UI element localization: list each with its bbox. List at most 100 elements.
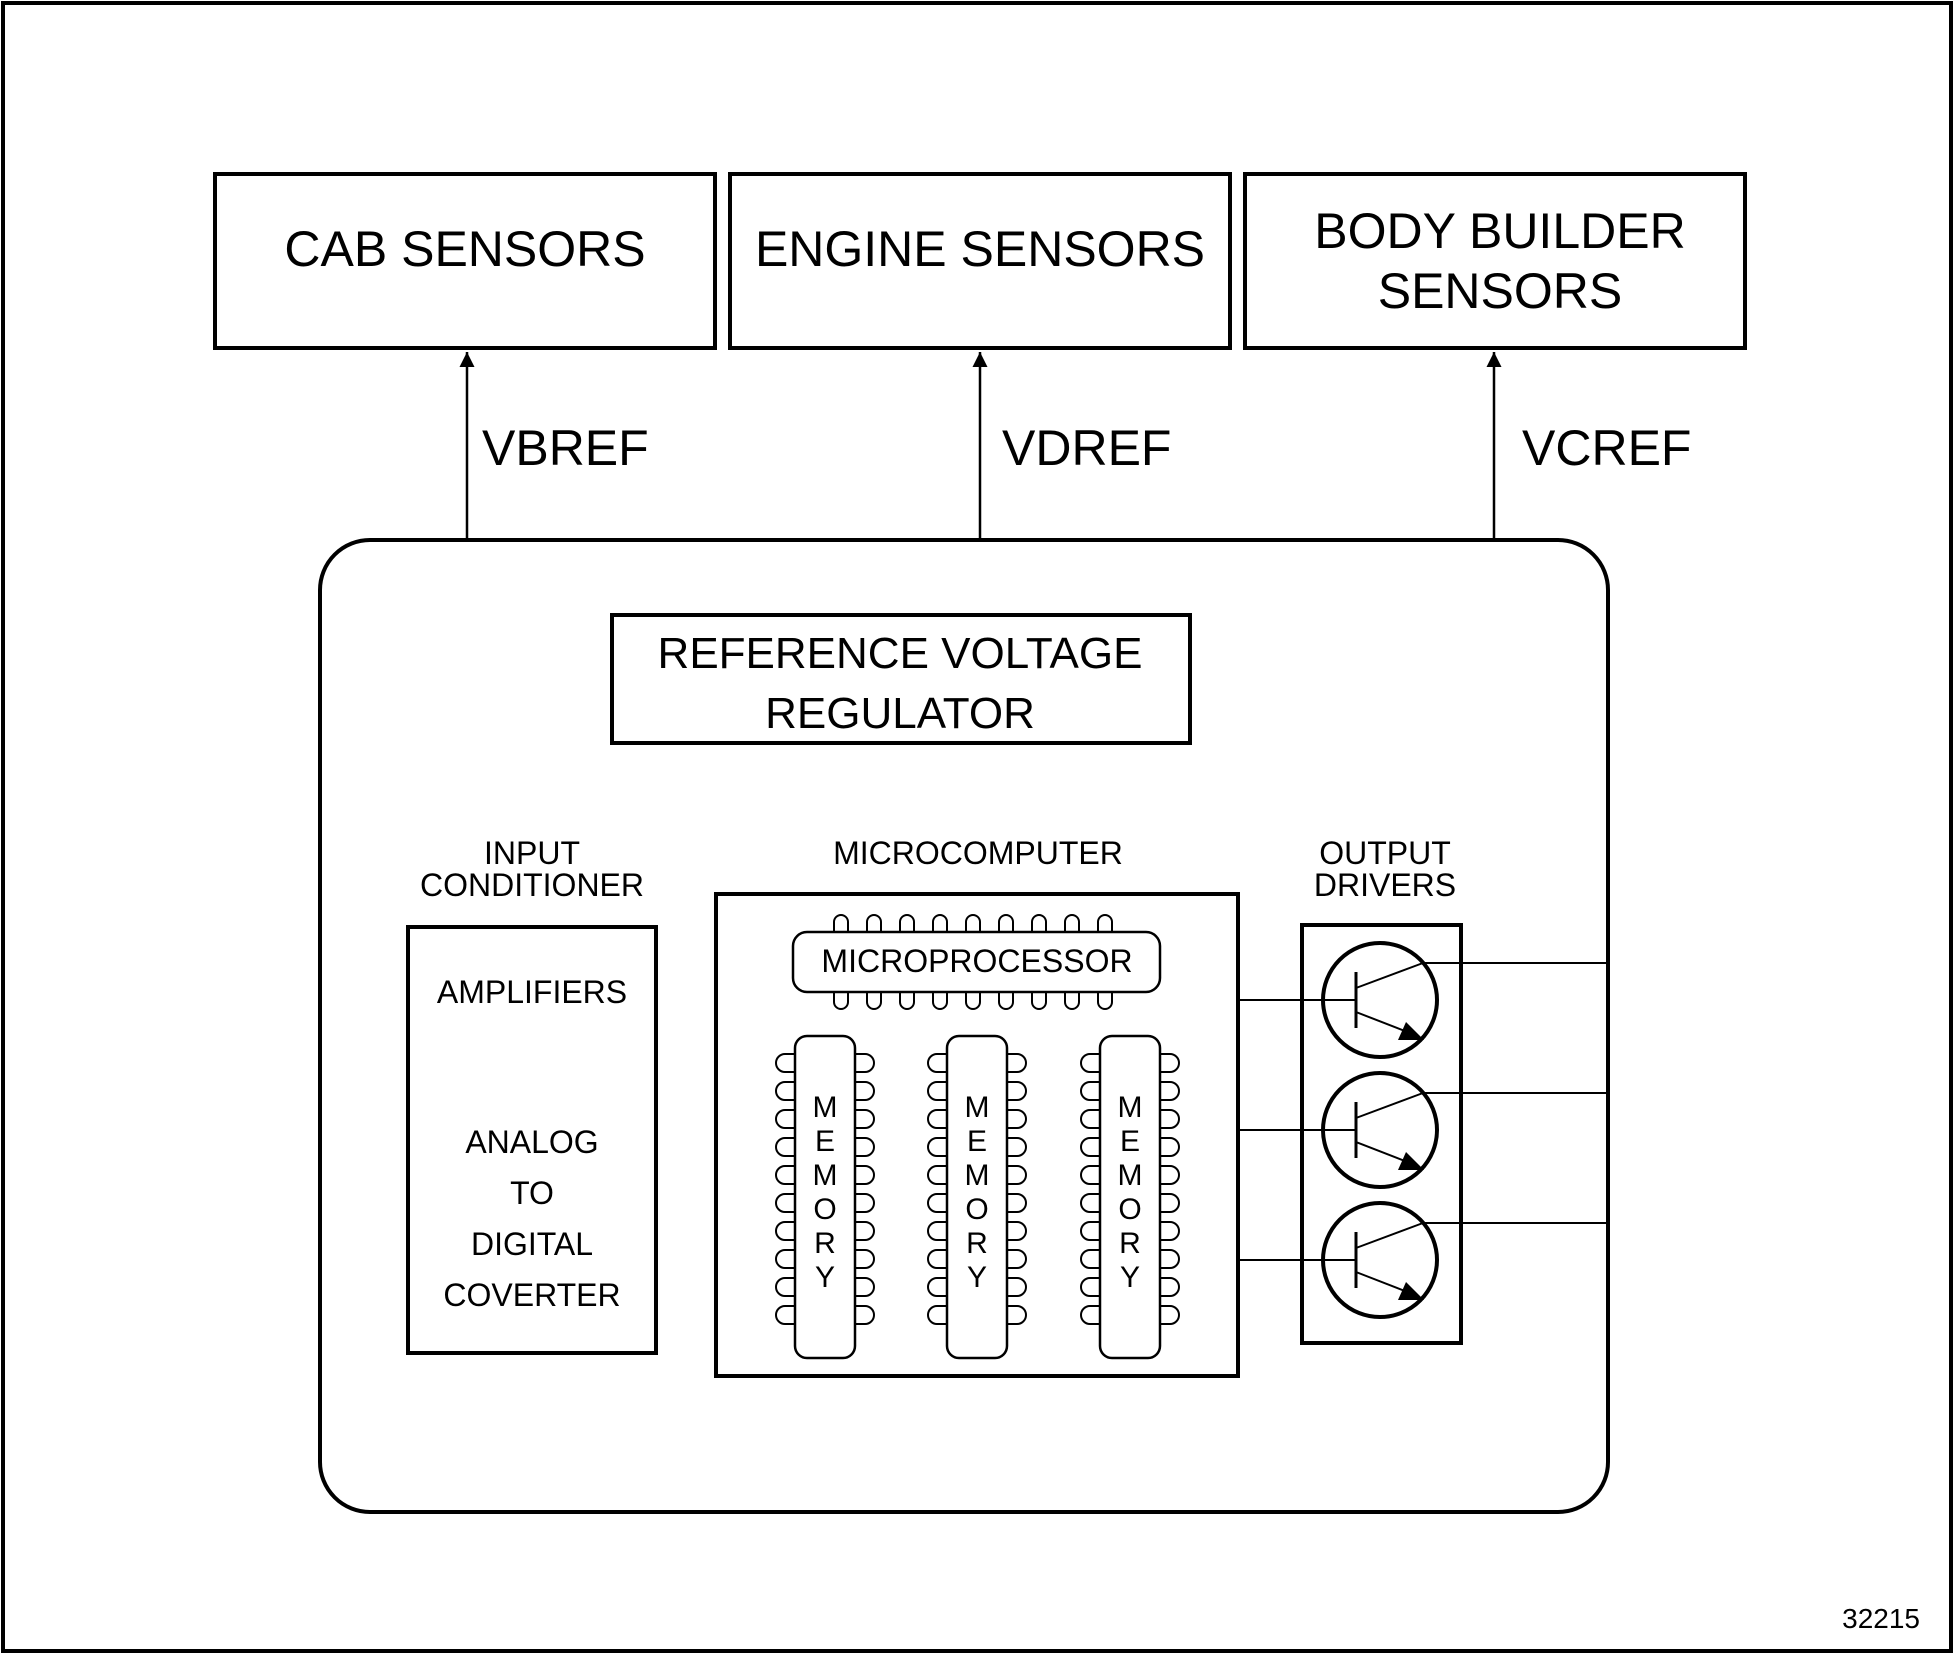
transistor-emitter — [1355, 1011, 1411, 1034]
memory-pin — [775, 1137, 795, 1157]
body-builder-sensors-label-line1: BODY BUILDER — [1314, 203, 1685, 259]
memory-pin — [775, 1277, 795, 1297]
microprocessor-chip: MICROPROCESSOR — [791, 914, 1162, 1010]
memory-pin — [1007, 1277, 1027, 1297]
memory-label-letter: M — [965, 1159, 990, 1192]
microprocessor-label: MICROPROCESSOR — [821, 943, 1132, 979]
microcomputer-title: MICROCOMPUTER — [833, 835, 1123, 871]
memory-chip-body — [1098, 1034, 1162, 1360]
memory-label-letter: E — [815, 1125, 835, 1158]
microprocessor-pin — [1031, 992, 1047, 1010]
memory-pin — [775, 1053, 795, 1073]
memory-label-letter: M — [1118, 1091, 1143, 1124]
memory-pin — [1007, 1053, 1027, 1073]
adc-label-line2: TO — [510, 1175, 554, 1211]
microprocessor-pin — [932, 992, 948, 1010]
memory-pin — [1080, 1305, 1100, 1325]
memory-pin — [927, 1081, 947, 1101]
memory-label-letter: M — [813, 1091, 838, 1124]
memory-pin — [927, 1165, 947, 1185]
figure-number: 32215 — [1842, 1603, 1920, 1634]
memory-pin — [927, 1109, 947, 1129]
memory-pin — [855, 1137, 875, 1157]
memory-label-letter: M — [965, 1091, 990, 1124]
output-transistors — [1238, 941, 1608, 1319]
memory-pin — [855, 1165, 875, 1185]
memory-pin — [1007, 1137, 1027, 1157]
emitter-arrow — [1398, 1152, 1424, 1170]
memory-pin — [855, 1081, 875, 1101]
memory-pin — [1160, 1221, 1180, 1241]
memory-pin — [855, 1053, 875, 1073]
microprocessor-pin — [998, 992, 1014, 1010]
memory-pin — [1160, 1137, 1180, 1157]
engine-sensors-box: ENGINE SENSORS — [728, 172, 1232, 350]
memory-pin — [1080, 1137, 1100, 1157]
output-drivers-title-line2: DRIVERS — [1314, 867, 1456, 903]
memory-pin — [1007, 1193, 1027, 1213]
memory-pin — [855, 1109, 875, 1129]
microprocessor-pin — [866, 992, 882, 1010]
memory-pin — [1007, 1221, 1027, 1241]
memory-pin — [1080, 1053, 1100, 1073]
memory-pin — [1160, 1109, 1180, 1129]
input-conditioner-title-line2: CONDITIONER — [420, 867, 644, 903]
engine-sensors-label: ENGINE SENSORS — [755, 221, 1205, 277]
memory-label-letter: M — [813, 1159, 838, 1192]
memory-label-letter: O — [1118, 1193, 1141, 1226]
output-drivers-title-line1: OUTPUT — [1319, 835, 1451, 871]
vdref-label: VDREF — [1002, 420, 1171, 476]
memory-pin — [927, 1053, 947, 1073]
amplifiers-label: AMPLIFIERS — [437, 974, 627, 1010]
regulator-label-line1: REFERENCE VOLTAGE — [658, 629, 1143, 678]
memory-pin — [775, 1165, 795, 1185]
memory-label-letter: Y — [815, 1261, 835, 1294]
memory-pin — [927, 1305, 947, 1325]
memory-pin — [775, 1193, 795, 1213]
transistor-emitter — [1355, 1141, 1411, 1164]
memory-pin — [1007, 1165, 1027, 1185]
memory-pin — [1160, 1193, 1180, 1213]
memory-pin — [855, 1277, 875, 1297]
memory-pin — [1160, 1081, 1180, 1101]
adc-label-line4: COVERTER — [443, 1277, 620, 1313]
microprocessor-pin — [998, 914, 1014, 932]
memory-pin — [855, 1249, 875, 1269]
memory-pin — [775, 1081, 795, 1101]
output-transistor — [1238, 1201, 1608, 1319]
microprocessor-pin — [1097, 992, 1113, 1010]
microprocessor-pin — [833, 914, 849, 932]
memory-label-letter: M — [1118, 1159, 1143, 1192]
memory-label-letter: Y — [1120, 1261, 1140, 1294]
memory-pin — [927, 1249, 947, 1269]
memory-pin — [927, 1193, 947, 1213]
memory-pin — [1160, 1249, 1180, 1269]
memory-chip-body — [945, 1034, 1009, 1360]
reference-voltage-regulator-box: REFERENCE VOLTAGE REGULATOR — [610, 613, 1192, 745]
memory-pin — [1160, 1053, 1180, 1073]
memory-label-letter: O — [813, 1193, 836, 1226]
memory-pin — [927, 1277, 947, 1297]
microprocessor-pin — [1097, 914, 1113, 932]
output-drivers-box — [1300, 923, 1463, 1345]
emitter-arrow — [1398, 1282, 1424, 1300]
microprocessor-pin — [866, 914, 882, 932]
memory-pin — [855, 1193, 875, 1213]
memory-pin — [1080, 1081, 1100, 1101]
microprocessor-pin — [932, 914, 948, 932]
memory-label-letter: Y — [967, 1261, 987, 1294]
memory-pin — [927, 1221, 947, 1241]
microprocessor-pin — [1031, 914, 1047, 932]
adc-label-line3: DIGITAL — [471, 1226, 593, 1262]
microprocessor-pin — [965, 914, 981, 932]
microprocessor-pin — [965, 992, 981, 1010]
microprocessor-pin — [899, 992, 915, 1010]
memory-pin — [1007, 1109, 1027, 1129]
memory-pin — [855, 1305, 875, 1325]
memory-pin — [1007, 1081, 1027, 1101]
memory-pin — [775, 1249, 795, 1269]
memory-pin — [1160, 1305, 1180, 1325]
memory-pin — [1080, 1193, 1100, 1213]
